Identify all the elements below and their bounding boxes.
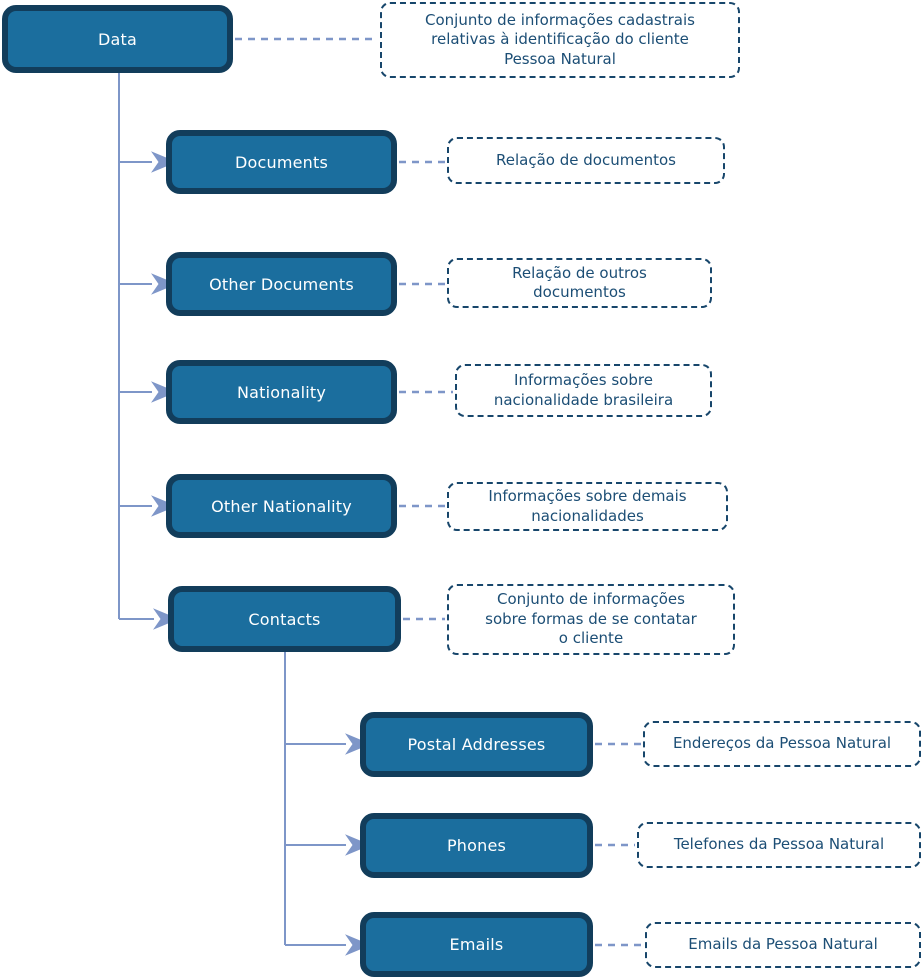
node-postal-addresses-label: Postal Addresses <box>407 735 546 754</box>
note-nationality-text: Informações sobre nacionalidade brasilei… <box>493 371 674 409</box>
node-contacts: Contacts <box>168 586 401 652</box>
note-other-nationality: Informações sobre demais nacionalidades <box>447 482 728 531</box>
node-phones-label: Phones <box>446 836 507 855</box>
node-phones: Phones <box>360 813 593 878</box>
note-other-documents-text: Relação de outros documentos <box>512 263 647 302</box>
node-documents-label: Documents <box>234 152 329 172</box>
node-emails: Emails <box>360 912 593 977</box>
note-postal-addresses: Endereços da Pessoa Natural <box>643 721 921 767</box>
node-postal-addresses: Postal Addresses <box>360 712 593 777</box>
node-data-label: Data <box>97 29 137 49</box>
note-emails: Emails da Pessoa Natural <box>645 922 921 968</box>
note-other-nationality-text: Informações sobre demais nacionalidades <box>488 487 687 525</box>
node-other-documents: Other Documents <box>166 252 397 316</box>
note-data-text: Conjunto de informações cadastrais relat… <box>425 10 695 68</box>
node-nationality-label: Nationality <box>236 382 327 402</box>
note-emails-text: Emails da Pessoa Natural <box>688 935 878 954</box>
note-documents: Relação de documentos <box>447 137 725 184</box>
node-documents: Documents <box>166 130 397 194</box>
note-other-documents: Relação de outros documentos <box>447 258 712 308</box>
note-phones: Telefones da Pessoa Natural <box>637 822 921 868</box>
note-documents-text: Relação de documentos <box>496 150 676 169</box>
node-contacts-label: Contacts <box>248 609 321 629</box>
node-data: Data <box>2 5 233 73</box>
node-emails-label: Emails <box>449 935 504 954</box>
node-other-nationality-label: Other Nationality <box>211 496 352 516</box>
note-postal-addresses-text: Endereços da Pessoa Natural <box>672 734 892 753</box>
note-contacts-text: Conjunto de informações sobre formas de … <box>485 590 697 648</box>
note-nationality: Informações sobre nacionalidade brasilei… <box>455 364 712 417</box>
node-nationality: Nationality <box>166 360 397 424</box>
node-other-nationality: Other Nationality <box>166 474 397 538</box>
note-phones-text: Telefones da Pessoa Natural <box>673 835 885 854</box>
node-other-documents-label: Other Documents <box>209 274 354 294</box>
note-data: Conjunto de informações cadastrais relat… <box>380 2 740 78</box>
note-contacts: Conjunto de informações sobre formas de … <box>447 584 735 655</box>
